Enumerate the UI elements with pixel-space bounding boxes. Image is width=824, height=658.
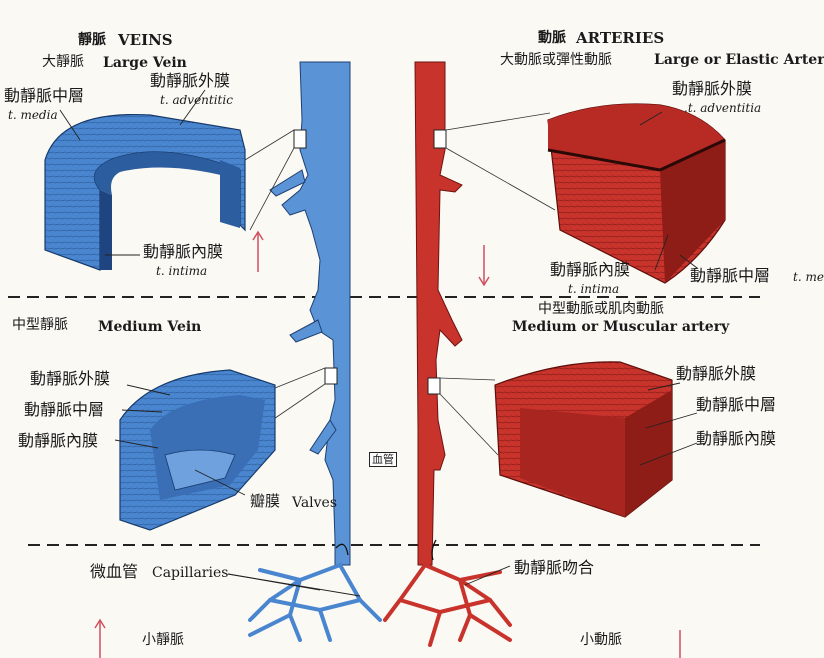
inspect-box-artery-medium <box>427 377 441 395</box>
veins-header-cjk: 靜脈 <box>78 32 106 48</box>
medium-vein-title-en: Medium Vein <box>98 319 202 335</box>
capillaries-cjk: 微血管 <box>90 562 139 581</box>
anastomosis-label: 動靜脈吻合 <box>514 558 595 577</box>
inspect-box-vein-large <box>293 129 307 149</box>
large-vein-section <box>44 113 246 271</box>
pointer-lines <box>59 89 698 597</box>
vein-intima-latin: t. intima <box>156 264 208 278</box>
valves-en: Valves <box>292 495 338 511</box>
artery-intima-latin: t. intima <box>568 282 620 296</box>
medium-vein-intima: 動靜脈內膜 <box>18 431 99 450</box>
large-artery-en: Large or Elastic Artery <box>654 52 824 68</box>
medium-vein-section <box>119 369 276 531</box>
curved-arrow-artery <box>431 539 437 561</box>
medium-artery-section <box>494 361 673 518</box>
large-artery-cjk: 大動脈或彈性動脈 <box>500 52 612 68</box>
valves-cjk: 瓣膜 <box>250 492 281 510</box>
medium-artery-intima: 動靜脈內膜 <box>696 429 777 448</box>
vein-media-latin: t. media <box>8 108 58 122</box>
vessel-tag: 血管 <box>369 452 397 467</box>
central-vein <box>281 61 351 566</box>
medium-vein-title-cjk: 中型靜脈 <box>12 317 68 333</box>
medium-artery-title-cjk: 中型動脈或肌肉動脈 <box>538 301 664 317</box>
vein-branch-left-2 <box>289 319 323 343</box>
central-artery <box>414 61 463 566</box>
capillary-network-vein <box>248 563 382 642</box>
artery-media-latin: t. me <box>793 270 824 284</box>
artery-media-cjk: 動靜脈中層 <box>690 266 771 285</box>
veins-header-en: VEINS <box>118 31 173 49</box>
curved-arrow-vein <box>335 543 349 556</box>
medium-artery-adventitia: 動靜脈外膜 <box>676 364 757 383</box>
large-vein-en: Large Vein <box>103 55 187 71</box>
medium-artery-title-en: Medium or Muscular artery <box>512 319 730 335</box>
artery-adventitia-cjk: 動靜脈外膜 <box>672 79 753 98</box>
vein-media-cjk: 動靜脈中層 <box>4 86 85 105</box>
vein-intima-cjk: 動靜脈內膜 <box>143 242 224 261</box>
flow-arrows <box>94 230 681 658</box>
large-artery-section <box>547 103 726 284</box>
large-vein-cjk: 大靜脈 <box>42 54 84 70</box>
small-vein-label: 小靜脈 <box>142 632 184 648</box>
artery-adventitia-latin: .t. adventitia <box>684 101 762 115</box>
arteries-header-cjk: 動脈 <box>538 30 566 46</box>
inspect-box-vein-medium <box>324 367 338 385</box>
vein-branch-left-1 <box>269 169 306 197</box>
small-artery-label: 小動脈 <box>580 632 622 648</box>
vein-adventitia-cjk: 動靜脈外膜 <box>150 71 231 90</box>
medium-vein-media: 動靜脈中層 <box>24 400 105 419</box>
arteries-header-en: ARTERIES <box>576 29 665 47</box>
medium-artery-media: 動靜脈中層 <box>696 395 777 414</box>
inspect-box-artery-large <box>433 129 447 149</box>
artery-intima-cjk: 動靜脈內膜 <box>550 260 631 279</box>
capillaries-en: Capillaries <box>152 565 229 581</box>
vein-adventitia-latin: t. adventitic <box>160 93 233 107</box>
medium-vein-adventitia: 動靜脈外膜 <box>30 369 111 388</box>
capillary-network-artery <box>383 563 512 647</box>
vein-branch-left-3 <box>309 419 337 455</box>
